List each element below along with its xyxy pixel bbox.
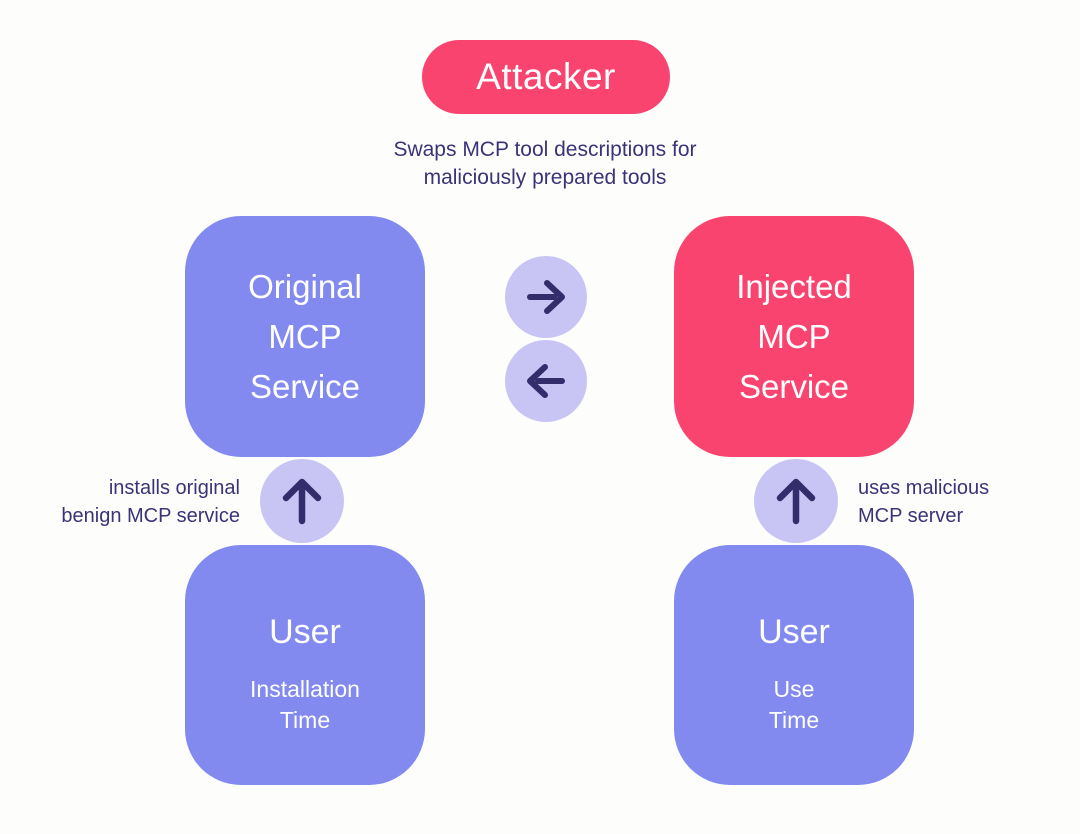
- original-service-line-1: Original: [248, 267, 362, 305]
- arrow-right-icon: [527, 280, 565, 314]
- install-label-line-1: installs original: [108, 477, 240, 499]
- user-subtitle: Installation Time: [250, 674, 360, 736]
- user-subtitle-line-1: Use: [773, 676, 815, 702]
- arrow-up-icon: [282, 478, 322, 525]
- use-arrow-circle: [754, 459, 838, 543]
- caption-line-1: Swaps MCP tool descriptions for: [393, 138, 697, 161]
- user-title: User: [269, 613, 341, 651]
- install-label-line-2: benign MCP service: [61, 505, 240, 527]
- user-subtitle-line-2: Time: [768, 707, 820, 733]
- attacker-node: Attacker: [422, 40, 670, 114]
- swap-to-left-circle: [505, 340, 587, 422]
- user-installation-time-node: User Installation Time: [185, 545, 425, 785]
- user-use-time-node: User Use Time: [674, 545, 914, 785]
- use-label: uses malicious MCP server: [858, 474, 1078, 530]
- original-mcp-service-node: Original MCP Service: [185, 216, 425, 457]
- original-service-line-3: Service: [249, 367, 361, 405]
- injected-service-line-2: MCP: [757, 317, 831, 355]
- injected-service-line-3: Service: [738, 367, 850, 405]
- swap-to-right-circle: [505, 256, 587, 338]
- original-service-line-2: MCP: [268, 317, 342, 355]
- user-subtitle-line-2: Time: [279, 707, 331, 733]
- injected-mcp-service-node: Injected MCP Service: [674, 216, 914, 457]
- use-label-line-2: MCP server: [858, 505, 964, 527]
- install-arrow-circle: [260, 459, 344, 543]
- user-title: User: [758, 613, 830, 651]
- user-subtitle: Use Time: [769, 674, 819, 736]
- caption-line-2: maliciously prepared tools: [423, 166, 667, 189]
- use-label-line-1: uses malicious: [858, 477, 990, 499]
- injected-service-line-1: Injected: [736, 267, 852, 305]
- arrow-up-icon: [776, 478, 816, 525]
- install-label: installs original benign MCP service: [30, 474, 240, 530]
- attacker-label: Attacker: [476, 56, 616, 97]
- attacker-caption: Swaps MCP tool descriptions for maliciou…: [335, 136, 755, 192]
- user-subtitle-line-1: Installation: [250, 676, 360, 702]
- arrow-left-icon: [527, 364, 565, 398]
